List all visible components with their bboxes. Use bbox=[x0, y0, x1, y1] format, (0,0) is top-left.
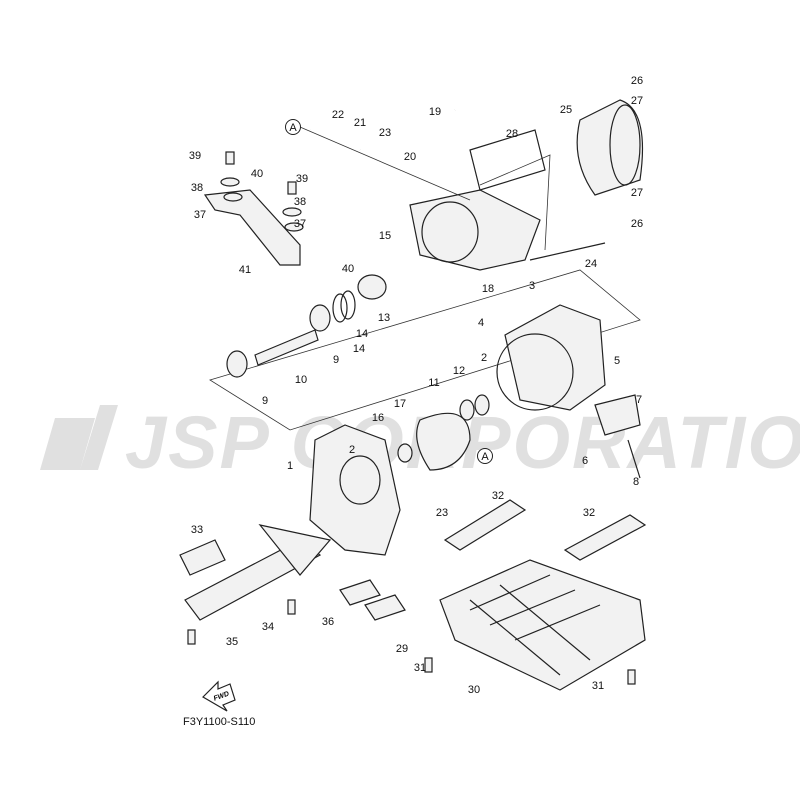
callout: 34 bbox=[262, 621, 274, 633]
callout: 4 bbox=[478, 317, 484, 329]
callout: 14 bbox=[356, 328, 368, 340]
callout-labels: 26 27 25 19 22 21 23 28 39 20 40 39 38 3… bbox=[189, 75, 643, 696]
figure-code: F3Y1100-S110 bbox=[183, 716, 255, 728]
callout: 8 bbox=[633, 476, 639, 488]
callout: 40 bbox=[342, 263, 354, 275]
callout: 27 bbox=[631, 187, 643, 199]
fwd-arrow-icon: FWD bbox=[202, 680, 236, 712]
callout: 26 bbox=[631, 218, 643, 230]
callout: 23 bbox=[379, 127, 391, 139]
callout: 6 bbox=[582, 455, 588, 467]
svg-text:A: A bbox=[289, 122, 297, 134]
callout: 26 bbox=[631, 75, 643, 87]
callout: 31 bbox=[414, 662, 426, 674]
callout: 1 bbox=[287, 460, 293, 472]
gasket bbox=[469, 129, 546, 191]
callout: 31 bbox=[592, 680, 604, 692]
plate bbox=[594, 394, 641, 436]
callout: 38 bbox=[294, 196, 306, 208]
parts bbox=[179, 99, 647, 691]
callout: 14 bbox=[353, 343, 365, 355]
callout: 18 bbox=[482, 283, 494, 295]
callout: 30 bbox=[468, 684, 480, 696]
assembly-boundary bbox=[209, 269, 641, 431]
svg-text:A: A bbox=[481, 451, 489, 463]
intake-grate bbox=[439, 559, 646, 691]
callout: 40 bbox=[251, 168, 263, 180]
callout: 12 bbox=[453, 365, 465, 377]
callout: 9 bbox=[262, 395, 268, 407]
callout: 38 bbox=[191, 182, 203, 194]
callout: 2 bbox=[349, 444, 355, 456]
callout: 37 bbox=[194, 209, 206, 221]
callout: 36 bbox=[322, 616, 334, 628]
jet-pump-housing bbox=[409, 189, 541, 271]
callout: 5 bbox=[614, 355, 620, 367]
callout: 9 bbox=[333, 354, 339, 366]
callout: 35 bbox=[226, 636, 238, 648]
ride-plate bbox=[184, 539, 322, 621]
callout: 32 bbox=[492, 490, 504, 502]
reference-marker-a-bottom: A bbox=[477, 448, 493, 464]
callout: 11 bbox=[428, 377, 439, 389]
pump-cover bbox=[309, 424, 401, 556]
callout: 19 bbox=[429, 106, 441, 118]
callout: 25 bbox=[560, 104, 572, 116]
callout: 23 bbox=[436, 507, 448, 519]
callout: 10 bbox=[295, 374, 307, 386]
callout: 29 bbox=[396, 643, 408, 655]
callout: 33 bbox=[191, 524, 203, 536]
callout: 37 bbox=[294, 218, 306, 230]
drive-shaft bbox=[254, 329, 319, 366]
callout: 21 bbox=[354, 117, 366, 129]
callout: 39 bbox=[296, 173, 308, 185]
callout: 7 bbox=[636, 394, 642, 406]
callout: 39 bbox=[189, 150, 201, 162]
callout: 3 bbox=[529, 280, 535, 292]
assembly-boundary-upper bbox=[479, 154, 551, 251]
callout: 27 bbox=[631, 95, 643, 107]
callout: 32 bbox=[583, 507, 595, 519]
liner bbox=[504, 304, 606, 411]
callout: 24 bbox=[585, 258, 597, 270]
callout: 22 bbox=[332, 109, 344, 121]
callout: 28 bbox=[506, 128, 518, 140]
callout: 20 bbox=[404, 151, 416, 163]
callout: 16 bbox=[372, 412, 384, 424]
callout: 13 bbox=[378, 312, 390, 324]
callout: 15 bbox=[379, 230, 391, 242]
callout: 41 bbox=[239, 264, 251, 276]
reference-marker-a-top: A bbox=[285, 119, 301, 135]
bracket bbox=[203, 189, 301, 266]
impeller bbox=[416, 412, 471, 471]
cap bbox=[357, 274, 387, 300]
callout: 17 bbox=[394, 398, 406, 410]
callout: 2 bbox=[481, 352, 487, 364]
